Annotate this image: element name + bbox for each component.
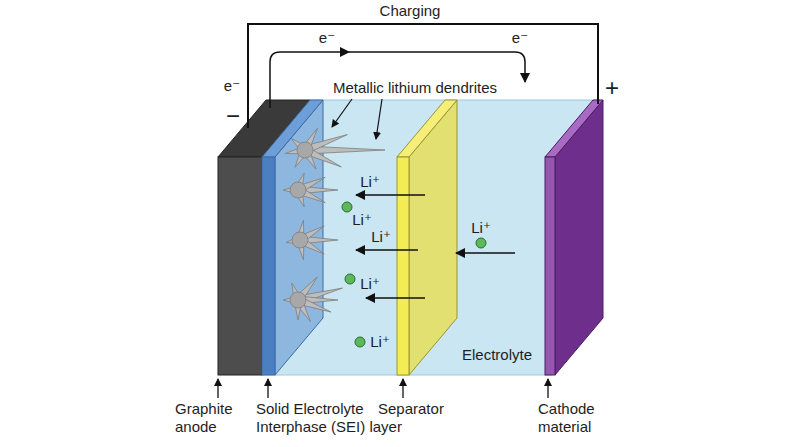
terminal-sign: − bbox=[226, 102, 240, 131]
dendrite bbox=[285, 128, 385, 169]
ion-label: Li⁺ bbox=[371, 228, 391, 246]
electron-flow-arrow bbox=[270, 52, 525, 108]
pointer-arrows bbox=[218, 379, 548, 398]
circuit-label: Charging bbox=[380, 2, 441, 20]
separator-sheet bbox=[397, 100, 457, 375]
part-label: Metallic lithium dendrites bbox=[333, 79, 497, 97]
terminal-sign: + bbox=[605, 74, 619, 103]
dendrite-core bbox=[290, 292, 306, 308]
ion-label: Li⁺ bbox=[352, 211, 372, 229]
ion-flow-arrows bbox=[356, 195, 515, 298]
dendrite bbox=[283, 277, 342, 322]
lithium-dendrites bbox=[283, 128, 385, 321]
external-wire bbox=[248, 24, 598, 128]
dendrite-core bbox=[290, 182, 306, 198]
electron-label: e⁻ bbox=[319, 29, 335, 47]
dendrite bbox=[286, 220, 338, 259]
ion-label: Li⁺ bbox=[360, 275, 380, 293]
ion-label: Li⁺ bbox=[360, 173, 380, 191]
region-label: Electrolyte bbox=[462, 346, 532, 364]
leader-arrow bbox=[332, 99, 352, 127]
part-label: Separator bbox=[378, 400, 468, 418]
ion-label: Li⁺ bbox=[370, 333, 390, 351]
leader-arrow bbox=[376, 99, 382, 139]
cathode-plate bbox=[545, 100, 603, 375]
part-label: Graphite anode bbox=[175, 400, 250, 436]
electron-label: e⁻ bbox=[512, 29, 528, 47]
dendrite bbox=[283, 173, 338, 207]
electron-label: e⁻ bbox=[224, 77, 240, 95]
lithium-ions bbox=[342, 202, 486, 347]
electron-flow-arrowhead bbox=[340, 47, 350, 57]
dendrite-core bbox=[297, 142, 313, 158]
dendrite-core bbox=[292, 232, 308, 248]
electrolyte-region bbox=[262, 100, 600, 375]
part-label: Cathode material bbox=[538, 400, 618, 436]
ion-label: Li⁺ bbox=[471, 219, 491, 237]
